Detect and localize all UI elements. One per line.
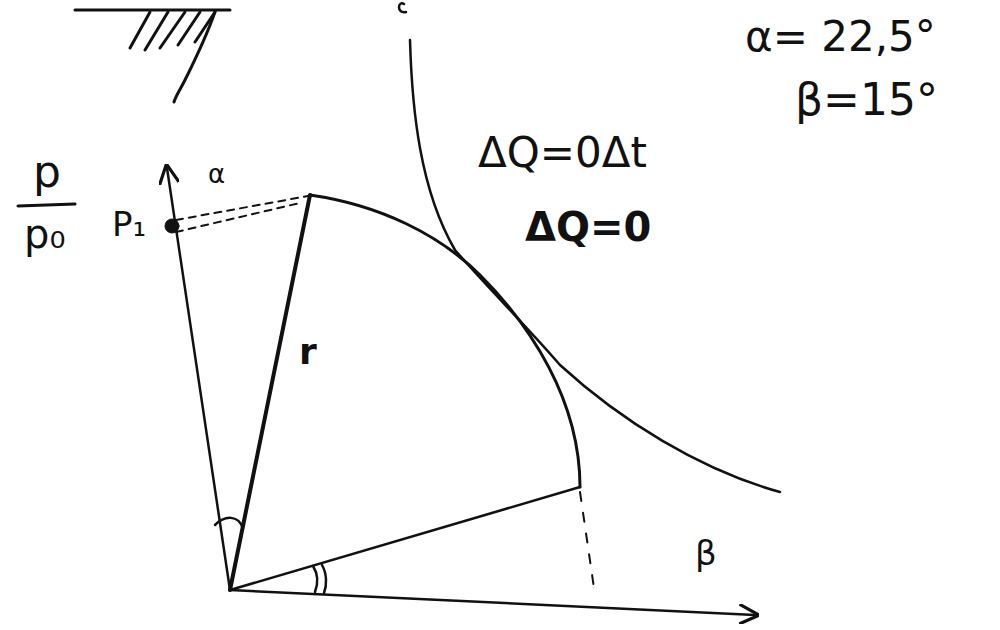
angle-value: β=15° [795, 76, 938, 124]
dashed-line [580, 492, 595, 595]
axis-label: p [33, 148, 61, 196]
radius-label: r [299, 332, 317, 372]
wall-hatching [75, 10, 230, 102]
fraction-bar [18, 204, 75, 206]
dashed-line [176, 196, 308, 232]
equation: ΔQ=0 [525, 205, 651, 249]
axis [230, 590, 755, 615]
angle-label: β [695, 535, 717, 572]
angle-arc [313, 565, 326, 593]
curve [399, 3, 780, 492]
angle-value: α= 22,5° [745, 14, 936, 60]
axis-label: p₀ [24, 212, 65, 256]
radius-line [230, 195, 310, 590]
equation: ΔQ=0Δt [478, 130, 647, 176]
angle-label: α [208, 160, 225, 189]
angle-arc [215, 518, 243, 528]
point-label: P₁ [112, 206, 146, 243]
radius-line [230, 487, 580, 590]
